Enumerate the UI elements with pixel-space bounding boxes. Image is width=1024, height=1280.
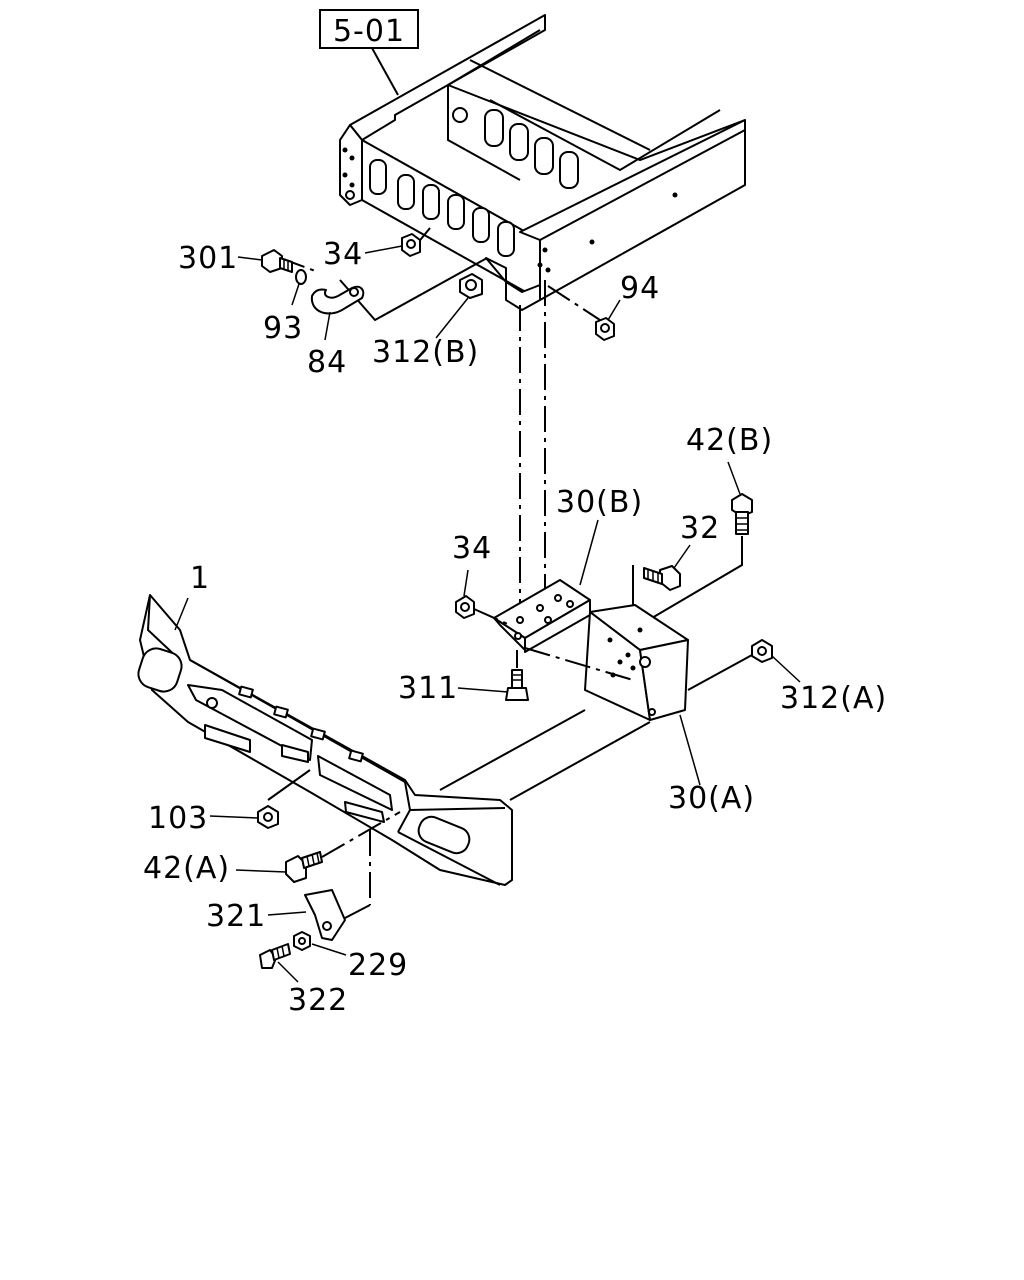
chassis-frame <box>339 14 746 311</box>
label-30b[interactable]: 30(B) <box>556 485 643 520</box>
bolt-322[interactable] <box>259 943 291 969</box>
part-labels: 301 34 93 84 312(B) 94 42(B) 32 30(B) 34… <box>143 237 887 1018</box>
nut-312b[interactable] <box>459 273 483 299</box>
label-312a[interactable]: 312(A) <box>780 681 887 716</box>
nut-34-top[interactable] <box>401 233 421 257</box>
label-93[interactable]: 93 <box>263 311 303 346</box>
bolt-301[interactable] <box>261 249 293 273</box>
bolt-32[interactable] <box>643 565 681 591</box>
nut-229[interactable] <box>293 931 311 951</box>
tow-hook-84[interactable] <box>310 285 365 315</box>
label-301[interactable]: 301 <box>178 241 238 276</box>
bumper-1[interactable] <box>135 594 513 886</box>
label-322[interactable]: 322 <box>288 983 348 1018</box>
label-30a[interactable]: 30(A) <box>668 781 755 816</box>
bolt-42b[interactable] <box>731 493 753 535</box>
nut-103[interactable] <box>257 805 279 829</box>
label-34-mid[interactable]: 34 <box>452 531 492 566</box>
label-42a[interactable]: 42(A) <box>143 851 230 886</box>
leader-lines <box>174 245 801 983</box>
reference-box[interactable]: 5-01 <box>319 9 419 49</box>
nut-34-mid[interactable] <box>455 595 475 619</box>
label-229[interactable]: 229 <box>348 948 408 983</box>
reference-label: 5-01 <box>333 14 405 49</box>
label-84[interactable]: 84 <box>307 345 347 380</box>
label-311[interactable]: 311 <box>398 671 458 706</box>
label-312b[interactable]: 312(B) <box>372 335 479 370</box>
label-103[interactable]: 103 <box>148 801 208 836</box>
plate-321[interactable] <box>304 889 346 941</box>
bolt-42a[interactable] <box>285 851 323 883</box>
bracket-30b[interactable] <box>493 579 591 653</box>
label-94[interactable]: 94 <box>620 271 660 306</box>
label-34-top[interactable]: 34 <box>323 237 363 272</box>
label-321[interactable]: 321 <box>206 899 266 934</box>
label-42b[interactable]: 42(B) <box>686 423 773 458</box>
bracket-30a[interactable] <box>584 604 689 721</box>
bolt-311[interactable] <box>505 669 529 701</box>
nut-94[interactable] <box>595 317 615 341</box>
nut-312a[interactable] <box>751 639 773 663</box>
washer-93[interactable] <box>295 269 307 285</box>
label-32[interactable]: 32 <box>680 511 720 546</box>
label-1[interactable]: 1 <box>190 561 210 596</box>
